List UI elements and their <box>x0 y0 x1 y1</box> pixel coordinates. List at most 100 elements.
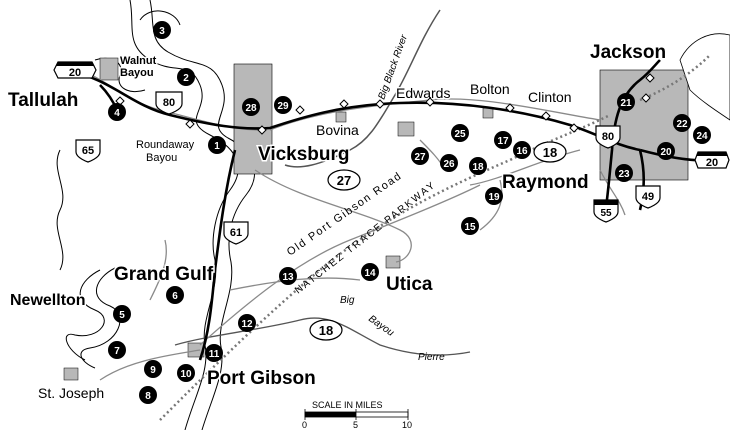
marker-8[interactable]: 8 <box>139 386 157 404</box>
svg-text:7: 7 <box>114 346 120 357</box>
svg-text:29: 29 <box>277 101 289 112</box>
edwards-urban-area <box>397 121 415 137</box>
svg-text:18: 18 <box>543 145 557 160</box>
marker-25[interactable]: 25 <box>451 124 469 142</box>
svg-text:18: 18 <box>472 162 484 173</box>
svg-text:17: 17 <box>497 136 509 147</box>
marker-7[interactable]: 7 <box>108 341 126 359</box>
marker-22[interactable]: 22 <box>673 114 691 132</box>
reservoir <box>679 33 730 121</box>
marker-26[interactable]: 26 <box>440 154 458 172</box>
marker-6[interactable]: 6 <box>166 286 184 304</box>
marker-24[interactable]: 24 <box>693 126 711 144</box>
svg-text:80: 80 <box>602 131 614 143</box>
svg-text:25: 25 <box>454 129 466 140</box>
marker-1[interactable]: 1 <box>208 136 226 154</box>
svg-text:20: 20 <box>69 67 81 79</box>
marker-17[interactable]: 17 <box>494 131 512 149</box>
svg-text:6: 6 <box>172 291 178 302</box>
route-61-shield: 61 <box>223 221 249 245</box>
highway-waypoints <box>115 73 655 135</box>
bovina-urban-area <box>335 111 347 123</box>
svg-text:SCALE IN MILES: SCALE IN MILES <box>312 400 383 410</box>
grand-gulf-label: Grand Gulf <box>114 264 214 285</box>
marker-14[interactable]: 14 <box>361 263 379 281</box>
marker-23[interactable]: 23 <box>615 164 633 182</box>
marker-5[interactable]: 5 <box>113 305 131 323</box>
marker-4[interactable]: 4 <box>108 103 126 121</box>
big-label: Big <box>340 295 355 306</box>
bolton-urban-area <box>482 107 494 119</box>
svg-text:4: 4 <box>114 108 120 119</box>
svg-text:26: 26 <box>443 159 455 170</box>
marker-29[interactable]: 29 <box>274 96 292 114</box>
svg-text:27: 27 <box>414 152 426 163</box>
route-49-shield: 49 <box>635 185 661 209</box>
pierre-label: Pierre <box>418 352 445 363</box>
vicksburg-urban-area <box>233 63 273 175</box>
numbered-markers: 1 2 3 4 5 6 7 8 9 10 11 12 13 14 15 16 1… <box>108 21 711 404</box>
svg-text:5: 5 <box>353 420 358 430</box>
edwards-label: Edwards <box>396 85 450 101</box>
svg-text:15: 15 <box>464 222 476 233</box>
route-80-shield-jackson: 80 <box>595 125 621 149</box>
bayou-label: Bayou <box>366 313 396 339</box>
svg-text:20: 20 <box>660 147 672 158</box>
svg-text:23: 23 <box>618 169 630 180</box>
marker-9[interactable]: 9 <box>144 360 162 378</box>
svg-text:2: 2 <box>183 73 189 84</box>
roundaway-bayou-label: Roundaway Bayou <box>136 139 197 164</box>
vicksburg-label: Vicksburg <box>258 144 350 165</box>
svg-text:10: 10 <box>402 420 412 430</box>
tallulah-urban-area <box>99 57 119 81</box>
svg-text:5: 5 <box>119 310 125 321</box>
scale-bar: SCALE IN MILES 0 5 10 <box>302 400 412 430</box>
marker-19[interactable]: 19 <box>485 187 503 205</box>
route-80-shield-west: 80 <box>155 91 183 115</box>
st-joseph-urban-area <box>63 367 79 381</box>
marker-11[interactable]: 11 <box>205 344 223 362</box>
jackson-label: Jackson <box>590 42 666 63</box>
natchez-trace-parkway <box>159 113 611 421</box>
marker-20[interactable]: 20 <box>657 142 675 160</box>
svg-text:61: 61 <box>230 227 242 239</box>
marker-15[interactable]: 15 <box>461 217 479 235</box>
svg-text:13: 13 <box>282 272 294 283</box>
svg-text:21: 21 <box>620 98 632 109</box>
marker-27[interactable]: 27 <box>411 147 429 165</box>
port-gibson-label: Port Gibson <box>207 368 316 389</box>
marker-10[interactable]: 10 <box>177 364 195 382</box>
svg-text:80: 80 <box>163 97 175 109</box>
route-20-shield-west: 20 <box>53 61 97 79</box>
marker-28[interactable]: 28 <box>242 98 260 116</box>
svg-text:19: 19 <box>488 192 500 203</box>
utica-urban-area <box>385 255 401 269</box>
st-joseph-label: St. Joseph <box>38 385 104 401</box>
svg-text:49: 49 <box>642 191 654 203</box>
svg-text:14: 14 <box>364 268 376 279</box>
utica-label: Utica <box>386 274 433 295</box>
marker-18[interactable]: 18 <box>469 157 487 175</box>
route-18-shield-raymond: 18 <box>533 141 567 163</box>
svg-text:28: 28 <box>245 103 257 114</box>
svg-text:12: 12 <box>241 319 253 330</box>
svg-text:18: 18 <box>319 323 333 338</box>
route-55-shield: 55 <box>593 199 619 223</box>
marker-12[interactable]: 12 <box>238 314 256 332</box>
marker-21[interactable]: 21 <box>617 93 635 111</box>
marker-13[interactable]: 13 <box>279 267 297 285</box>
svg-text:27: 27 <box>337 173 351 188</box>
bovina-label: Bovina <box>316 122 359 138</box>
marker-16[interactable]: 16 <box>513 141 531 159</box>
svg-text:22: 22 <box>676 119 688 130</box>
bolton-label: Bolton <box>470 81 510 97</box>
svg-text:1: 1 <box>214 141 220 152</box>
svg-text:16: 16 <box>516 146 528 157</box>
svg-text:20: 20 <box>706 157 718 169</box>
marker-3[interactable]: 3 <box>153 21 171 39</box>
route-18-shield-south: 18 <box>309 319 343 341</box>
svg-text:55: 55 <box>600 208 612 219</box>
svg-text:11: 11 <box>209 349 220 360</box>
marker-2[interactable]: 2 <box>177 68 195 86</box>
